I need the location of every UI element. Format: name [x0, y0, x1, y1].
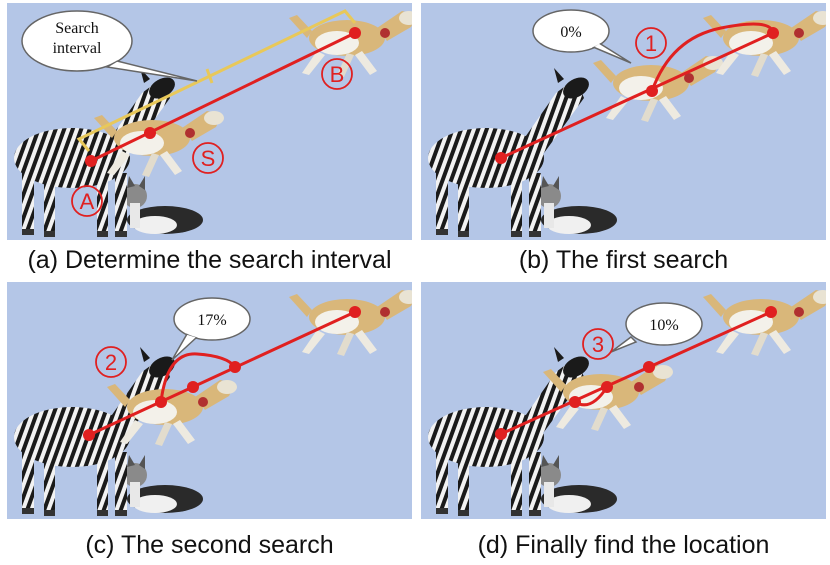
dog-far [703, 11, 826, 77]
step-marker [95, 346, 127, 378]
bubble-value: 0% [560, 24, 581, 41]
step-marker [635, 27, 667, 59]
svg-text:B: B [330, 62, 345, 87]
cat [537, 176, 617, 234]
marker-s [192, 142, 224, 174]
cat [537, 455, 617, 513]
svg-text:S: S [201, 146, 216, 171]
caption-b: (b) The first search [518, 246, 729, 274]
panel-d-scene: 10% 3 [428, 290, 826, 516]
svg-text:3: 3 [592, 332, 604, 357]
svg-text:2: 2 [105, 350, 117, 375]
panel-c-scene: 17% 2 [14, 290, 412, 516]
panel-c: 17% 2 [7, 282, 412, 519]
dog-far [703, 290, 826, 356]
path-line [88, 310, 356, 437]
step-marker [582, 328, 614, 360]
marker-a [71, 185, 103, 217]
svg-text:A: A [80, 189, 95, 214]
path-line [500, 31, 774, 160]
cat [123, 176, 203, 234]
panel-a: Search interval A B S [7, 3, 412, 240]
caption-a: (a) Determine the search interval [27, 246, 392, 274]
path-line [500, 310, 772, 436]
dog-far [289, 290, 412, 356]
panel-a-scene: Search interval A B S [14, 9, 412, 237]
bubble-value: 10% [649, 317, 678, 334]
cat [123, 455, 203, 513]
caption-c: (c) The second search [85, 531, 334, 559]
panel-b: 0% 1 [421, 3, 826, 240]
bubble-line-2: interval [53, 40, 102, 57]
path-line [90, 31, 356, 163]
panel-b-scene: 0% 1 [428, 9, 826, 237]
search-interval-bracket [76, 9, 357, 152]
bubble-line-1: Search [55, 20, 99, 37]
caption-d: (d) Finally find the location [477, 531, 770, 559]
marker-b [321, 58, 353, 90]
bubble-value: 17% [197, 312, 226, 329]
svg-text:1: 1 [645, 31, 657, 56]
panel-d: 10% 3 [421, 282, 826, 519]
